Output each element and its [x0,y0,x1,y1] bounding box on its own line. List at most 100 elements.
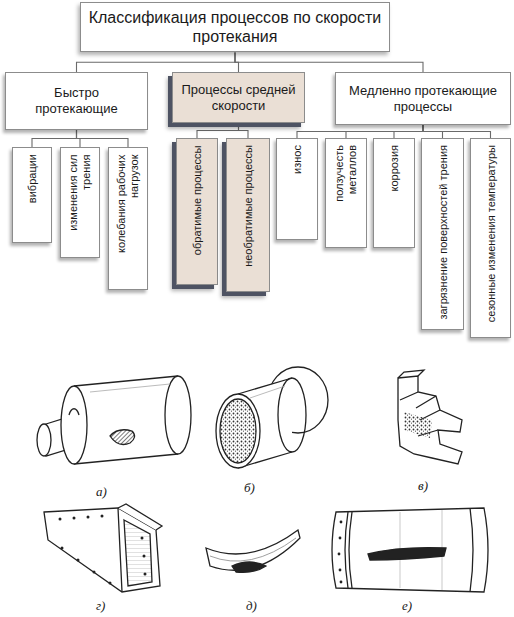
rotated-text-holder: загрязнение поверхностей трения [436,145,449,323]
worn-shaft-stroke [69,409,79,415]
cylinder-liner [332,508,488,592]
riveted-plate-stroke [101,515,104,518]
figure-letter: б) [244,480,255,496]
riveted-plate-stroke [143,555,146,558]
worn-shaft-stroke [110,430,135,445]
shell-segment-stroke [210,538,296,561]
process-box: загрязнение поверхностей трения [421,138,464,330]
box-label: Процессы средней скорости [179,82,298,113]
riveted-plate-stroke [73,517,76,520]
tree-connector [235,52,423,72]
figure-letter: д) [246,598,257,614]
figure-letter: а) [96,484,107,500]
process-label: необратимые процессы [242,145,255,285]
process-box: изменения сил трения [60,147,100,258]
figure-letter: в) [418,478,428,494]
cylinder-liner-stroke [332,508,488,592]
riveted-plate-stroke [61,547,64,550]
worn-shaft-stroke [90,384,170,392]
figure-letter: г) [96,598,105,614]
tree-connector [423,125,491,138]
riveted-plate-stroke [118,504,162,592]
tree-connector [297,125,423,138]
riveted-plate-stroke [59,518,62,521]
shell-segment-stroke [232,562,266,572]
process-label: обратимые процессы [191,145,204,278]
process-box: износ [276,138,318,240]
cylinder-liner-stroke [345,508,473,592]
rotated-text-holder: износ [291,145,304,233]
box-label: Медленно протекающие процессы [342,83,504,114]
tree-connector [77,52,236,72]
box-label: Быстро протекающие [12,85,141,116]
cylinder-liner-stroke [340,581,343,584]
worn-shaft [37,376,191,464]
flanged-bushing [216,367,328,468]
process-label: ползучесть металлов [333,145,358,241]
process-box: ползучесть металлов [325,138,367,248]
tree-connector [32,130,77,147]
gear-segment-stroke [404,412,432,438]
rotated-text-holder: вибрации [26,154,39,236]
tree-connector [77,130,129,147]
gear-segment-stroke [398,370,424,378]
process-label: износ [291,145,304,233]
worn-shaft-stroke [74,376,178,464]
process-box-shaded: обратимые процессы [176,138,218,285]
worn-shaft-stroke [37,424,51,456]
tree-connector [394,125,423,138]
gear-segment-stroke [398,376,462,464]
flanged-bushing-stroke [216,394,260,468]
cylinder-liner-stroke [339,537,342,540]
process-label: колебания рабочих нагрузок [115,154,140,283]
cylinder-liner-stroke [338,521,343,584]
category-box: Быстро протекающие [5,72,148,130]
flanged-bushing-stroke [250,386,285,398]
title-box: Классификация процессов по скорости прот… [80,2,390,52]
riveted-plate-stroke [141,537,144,540]
category-box-shaded: Процессы средней скорости [172,72,305,123]
tree-connector [197,123,239,138]
process-box: коррозия [373,138,415,248]
gear-segment [398,370,462,464]
rotated-text-holder: необратимые процессы [242,145,255,285]
cylinder-liner-stroke [339,569,342,572]
box-label: Классификация процессов по скорости прот… [87,8,383,46]
shell-segment [206,530,300,572]
process-box: вибрации [12,147,52,243]
cylinder-liner-stroke [340,521,343,524]
figure-letter: е) [402,598,412,614]
category-box: Медленно протекающие процессы [335,72,511,125]
rotated-text-holder: обратимые процессы [191,145,204,278]
process-label: изменения сил трения [67,154,92,251]
process-label: коррозия [388,145,401,241]
riveted-plate [44,504,162,592]
riveted-plate-stroke [59,515,147,585]
worn-shaft-stroke [74,376,178,464]
flanged-bushing-stroke [278,378,306,452]
process-label: сезонные изменения температуры [484,145,497,331]
worn-shaft-stroke [165,376,191,454]
flanged-bushing-stroke [220,399,256,463]
riveted-plate-stroke [124,520,152,586]
process-box: колебания рабочих нагрузок [108,147,148,290]
process-label: вибрации [26,154,39,236]
worn-shaft-stroke [61,386,87,464]
rotated-text-holder: коррозия [388,145,401,241]
rotated-text-holder: изменения сил трения [67,154,92,251]
cylinder-liner-stroke [338,553,341,556]
rotated-text-holder: сезонные изменения температуры [484,145,497,331]
process-box-shaded: необратимые процессы [226,138,270,292]
riveted-plate-stroke [87,516,90,519]
process-label: загрязнение поверхностей трения [436,145,449,323]
riveted-plate-stroke [93,571,96,574]
process-box: сезонные изменения температуры [470,138,511,338]
tree-connector [239,123,249,138]
riveted-plate-stroke [77,559,80,562]
cylinder-liner-stroke [368,548,446,560]
riveted-plate-stroke [144,573,147,576]
riveted-plate-stroke [109,582,112,585]
